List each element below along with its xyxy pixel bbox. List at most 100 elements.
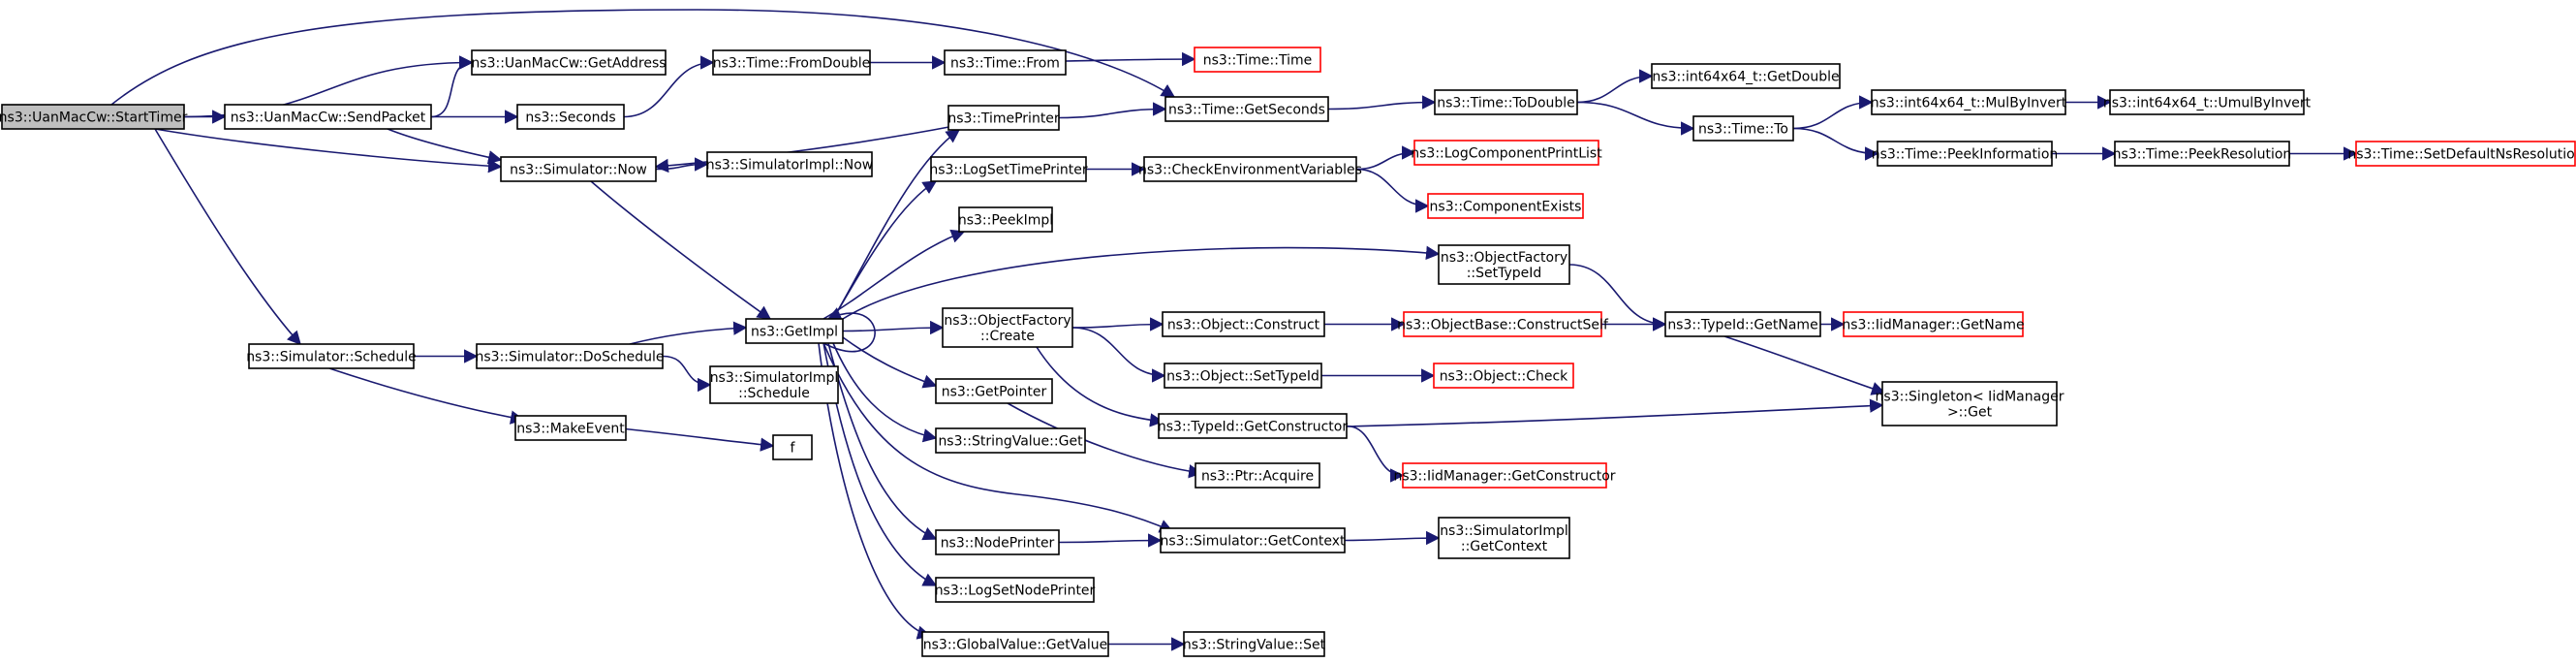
- node-Seconds[interactable]: ns3::Seconds: [516, 104, 625, 130]
- node-label: ns3::Time::PeekInformation: [1872, 147, 2059, 163]
- node-From[interactable]: ns3::Time::From: [944, 49, 1067, 76]
- node-MakeEvent[interactable]: ns3::MakeEvent: [514, 415, 627, 441]
- node-NodePrinter[interactable]: ns3::NodePrinter: [935, 529, 1060, 555]
- node-DoSchedule[interactable]: ns3::Simulator::DoSchedule: [476, 343, 665, 369]
- node-SimImplNow[interactable]: ns3::SimulatorImpl::Now: [706, 151, 874, 177]
- edge-SendPacket-to-Now: [387, 128, 503, 165]
- node-CheckEnv[interactable]: ns3::CheckEnvironmentVariables: [1138, 156, 1362, 182]
- node-CompExists[interactable]: ns3::ComponentExists: [1427, 193, 1584, 219]
- node-GetDouble[interactable]: ns3::int64x64_t::GetDouble: [1651, 63, 1841, 89]
- node-box: [1427, 193, 1584, 219]
- node-box: [1843, 311, 2024, 337]
- node-GetPointer[interactable]: ns3::GetPointer: [935, 378, 1053, 404]
- node-label: ns3::StringValue::Get: [938, 434, 1083, 450]
- node-label: ns3::IidManager::GetConstructor: [1393, 469, 1615, 485]
- node-label: ns3::ComponentExists: [1430, 200, 1582, 215]
- node-ToDouble[interactable]: ns3::Time::ToDouble: [1434, 89, 1578, 115]
- edge-GetImpl-to-GetPointer: [842, 336, 938, 389]
- node-PeekResolution[interactable]: ns3::Time::PeekResolution: [2113, 141, 2292, 167]
- node-box: [1877, 141, 2053, 167]
- node-label: ns3::SimulatorImpl: [710, 370, 839, 386]
- node-LogSetNodePrinter[interactable]: ns3::LogSetNodePrinter: [935, 577, 1096, 603]
- node-StringValueGet[interactable]: ns3::StringValue::Get: [935, 427, 1086, 454]
- node-box: [1403, 311, 1602, 337]
- node-box: [1871, 89, 2066, 115]
- node-GVGetValue[interactable]: ns3::GlobalValue::GetValue: [921, 631, 1109, 657]
- edge-OFCreate-to-ObjSetTypeId: [1071, 327, 1166, 383]
- node-ObjConstruct[interactable]: ns3::Object::Construct: [1162, 311, 1325, 337]
- node-box: [2355, 141, 2576, 167]
- node-box: [224, 104, 432, 130]
- node-label: ns3::GetPointer: [942, 385, 1047, 400]
- node-label: ns3::ObjectBase::ConstructSelf: [1397, 318, 1609, 333]
- node-MulByInvert[interactable]: ns3::int64x64_t::MulByInvert: [1871, 89, 2067, 115]
- node-box: [935, 378, 1053, 404]
- node-OFSetTypeId[interactable]: ns3::ObjectFactory::SetTypeId: [1438, 244, 1570, 285]
- node-box: [2114, 141, 2290, 167]
- node-box: [1195, 462, 1320, 489]
- node-ObjCheck[interactable]: ns3::Object::Check: [1433, 363, 1574, 389]
- node-box: [1158, 413, 1348, 439]
- edge-DoSchedule-to-GetImpl: [629, 321, 748, 345]
- node-SimImplGetContext[interactable]: ns3::SimulatorImpl::GetContext: [1438, 517, 1570, 559]
- node-PeekInformation[interactable]: ns3::Time::PeekInformation: [1872, 141, 2059, 167]
- edge-Seconds-to-FromDouble: [623, 55, 715, 118]
- node-label: ns3::MakeEvent: [516, 422, 625, 437]
- edge-SendPacket-to-GetAddress: [430, 55, 474, 118]
- node-OFCreate[interactable]: ns3::ObjectFactory::Create: [942, 307, 1073, 348]
- node-box: [1164, 96, 1329, 122]
- node-TimePrinter[interactable]: ns3::TimePrinter: [947, 105, 1060, 131]
- node-PtrAcquire[interactable]: ns3::Ptr::Acquire: [1195, 462, 1320, 489]
- node-To[interactable]: ns3::Time::To: [1692, 115, 1794, 142]
- node-LogCompList[interactable]: ns3::LogComponentPrintList: [1411, 140, 1602, 166]
- node-label: ns3::UanMacCw::SendPacket: [231, 110, 426, 126]
- node-SingletonGet[interactable]: ns3::Singleton< IidManager >::Get: [1876, 381, 2064, 426]
- node-ObjSetTypeId[interactable]: ns3::Object::SetTypeId: [1164, 363, 1322, 389]
- node-label: ns3::LogSetNodePrinter: [935, 584, 1096, 599]
- node-f[interactable]: f: [772, 434, 813, 460]
- edge-ToDouble-to-GetDouble: [1576, 69, 1654, 104]
- node-GetAddress[interactable]: ns3::UanMacCw::GetAddress: [471, 49, 667, 76]
- node-label: ns3::Time::Time: [1203, 53, 1312, 69]
- node-label: ns3::GlobalValue::GetValue: [923, 638, 1107, 653]
- node-FromDouble[interactable]: ns3::Time::FromDouble: [712, 49, 871, 76]
- node-Now[interactable]: ns3::Simulator::Now: [500, 156, 657, 182]
- node-IidGetConstructor[interactable]: ns3::IidManager::GetConstructor: [1393, 462, 1616, 489]
- node-box: [514, 415, 627, 441]
- node-label: ::Schedule: [738, 386, 810, 401]
- node-box: [1143, 156, 1357, 182]
- node-TypeIdGetName[interactable]: ns3::TypeId::GetName: [1664, 311, 1821, 337]
- node-SendPacket[interactable]: ns3::UanMacCw::SendPacket: [224, 104, 432, 130]
- node-SimImplSchedule[interactable]: ns3::SimulatorImpl::Schedule: [709, 365, 839, 404]
- edge-Schedule-to-MakeEvent: [328, 367, 525, 425]
- node-label: ns3::Singleton< IidManager: [1876, 390, 2064, 405]
- node-PeekImpl[interactable]: ns3::PeekImpl: [958, 206, 1053, 233]
- node-label: ::GetContext: [1461, 539, 1548, 554]
- node-GetImpl[interactable]: ns3::GetImpl: [745, 318, 844, 344]
- node-UmulByInvert[interactable]: ns3::int64x64_t::UmulByInvert: [2103, 89, 2312, 115]
- node-TimeTime[interactable]: ns3::Time::Time: [1194, 47, 1321, 73]
- node-box: [1433, 363, 1574, 389]
- node-box: [476, 343, 664, 369]
- node-box: [921, 631, 1109, 657]
- node-box: [709, 365, 839, 404]
- node-box: [1402, 462, 1607, 489]
- node-Schedule[interactable]: ns3::Simulator::Schedule: [246, 343, 417, 369]
- edge-OFSetTypeId-to-TypeIdGetName: [1568, 264, 1667, 332]
- node-LogSetTimePrinter[interactable]: ns3::LogSetTimePrinter: [929, 156, 1088, 182]
- node-GetSeconds[interactable]: ns3::Time::GetSeconds: [1164, 96, 1329, 122]
- node-label: ns3::SimulatorImpl: [1440, 523, 1568, 539]
- node-box: [1194, 47, 1321, 73]
- node-SetDefaultNsRes[interactable]: ns3::Time::SetDefaultNsResolution: [2347, 141, 2576, 167]
- node-ConstructSelf[interactable]: ns3::ObjectBase::ConstructSelf: [1397, 311, 1609, 337]
- node-GetContext[interactable]: ns3::Simulator::GetContext: [1160, 527, 1346, 553]
- node-GetConstructor[interactable]: ns3::TypeId::GetConstructor: [1158, 413, 1348, 439]
- node-box: [772, 434, 813, 460]
- node-label: ns3::Simulator::Now: [510, 163, 647, 178]
- node-label: ns3::Time::SetDefaultNsResolution: [2347, 147, 2576, 163]
- node-label: ns3::int64x64_t::GetDouble: [1652, 70, 1839, 85]
- node-IidGetName[interactable]: ns3::IidManager::GetName: [1842, 311, 2025, 337]
- node-StringValueSet[interactable]: ns3::StringValue::Set: [1183, 631, 1326, 657]
- node-label: ::Create: [980, 329, 1035, 344]
